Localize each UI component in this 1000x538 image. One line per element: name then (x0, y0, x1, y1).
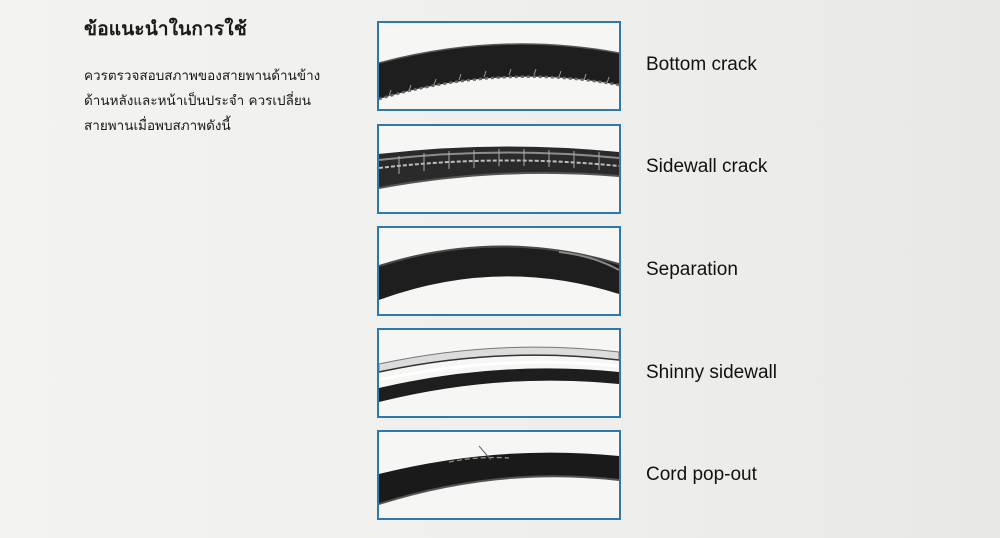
belt-sidewall-crack-photo (377, 124, 621, 214)
belt-separation-image (379, 245, 619, 300)
instruction-line: ด้านหลังและหน้าเป็นประจำ ควรเปลี่ยน (84, 93, 311, 109)
belt-bottom-crack-image (379, 43, 619, 101)
belt-separation-photo (377, 226, 621, 316)
condition-label-cord-pop-out: Cord pop-out (646, 464, 757, 485)
condition-label-bottom-crack: Bottom crack (646, 54, 757, 75)
condition-label-separation: Separation (646, 259, 738, 280)
instruction-line: ควรตรวจสอบสภาพของสายพานด้านข้าง (84, 68, 321, 84)
belt-shinny-sidewall-image (379, 346, 619, 402)
belt-cord-pop-out-image (379, 445, 619, 505)
instruction-line: สายพานเมื่อพบสภาพดังนี้ (84, 118, 231, 134)
belt-cord-pop-out-photo (377, 430, 621, 520)
belt-bottom-crack-photo (377, 21, 621, 111)
instruction-text: ควรตรวจสอบสภาพของสายพานด้านข้าง ด้านหลัง… (84, 64, 364, 139)
section-heading: ข้อแนะนำในการใช้ (84, 18, 247, 40)
condition-label-sidewall-crack: Sidewall crack (646, 156, 768, 177)
belt-shinny-sidewall-photo (377, 328, 621, 418)
condition-label-shinny-sidewall: Shinny sidewall (646, 362, 777, 383)
belt-sidewall-crack-image (379, 146, 619, 189)
